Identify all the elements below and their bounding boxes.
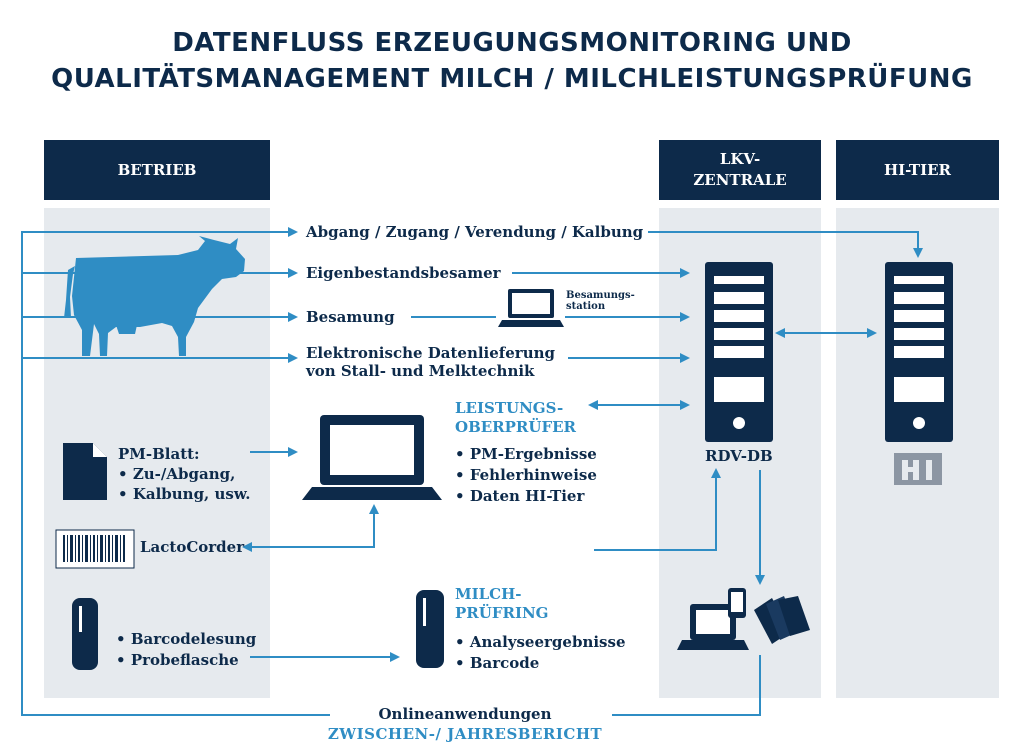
abgang-label: Abgang / Zugang / Verendung / Kalbung [306,223,644,241]
lkv-zentrale-header: LKV- ZENTRALE [659,140,821,200]
milch-title-line2: PRÜFRING [455,604,549,622]
pruefer-title-line2: OBERPRÜFER [455,418,577,436]
datenlieferung-label-line2: von Stall- und Melktechnik [306,362,535,380]
pruefer-item-fehlerhinweise: Fehlerhinweise [455,465,597,485]
besamungsstation-label-line1: Besamungs- [566,290,635,301]
pruefer-to-rdv-up-arrow [594,468,721,551]
hitier-server-icon [885,262,953,442]
lkv-office-workstation-icon [677,588,810,650]
pruefer-item-pm-ergebnisse: PM-Ergebnisse [455,444,597,464]
milch-item-barcode: Barcode [455,653,539,673]
pm-blatt-item-zuabgang: Zu-/Abgang, [118,464,236,484]
besamungsstation-label-line2: station [566,301,606,312]
milch-title-line1: MILCH- [455,585,522,603]
office-to-bottom-line [612,655,761,716]
pm-blatt-document-icon [63,443,107,500]
rdv-db-label: RDV-DB [705,447,773,465]
onlineanwendungen-label: Onlineanwendungen [378,705,552,723]
eigenbestand-label: Eigenbestandsbesamer [306,264,501,282]
pruefer-item-daten-hitier: Daten HI-Tier [455,486,585,506]
besamung-label: Besamung [306,308,395,326]
hitier-header-label: HI-TIER [883,160,951,179]
pm-blatt-item-kalbung: Kalbung, usw. [118,484,251,504]
jahresbericht-label: ZWISCHEN-/ JAHRESBERICHT [327,725,603,743]
hitier-header: HI-TIER [836,140,999,200]
lkv-header-line2: ZENTRALE [693,171,787,189]
betrieb-header-label: BETRIEB [117,160,197,179]
pm-blatt-title: PM-Blatt: [118,445,200,463]
pruefer-laptop-icon [302,415,442,500]
diagram-title-line2: QUALITÄTSMANAGEMENT MILCH / MILCHLEISTUN… [51,64,973,94]
rdv-server-icon [705,262,773,442]
hi-logo-icon [894,453,942,485]
probe-item-barcodelesung: Barcodelesung [116,629,256,649]
diagram-title-line1: DATENFLUSS ERZEUGUNGSMONITORING UND [172,28,852,58]
feedback-loop-line [21,227,330,716]
milchpruefring-bottle-icon [416,590,444,668]
lactocorder-laptop-arrow [242,504,379,552]
lactocorder-label: LactoCorder [140,538,245,556]
betrieb-header: BETRIEB [44,140,270,200]
abgang-to-hitier-arrow [648,231,923,258]
lkv-header-line1: LKV- [719,150,761,168]
milch-item-analyseergebnisse: Analyseergebnisse [455,632,626,652]
probeflasche-bottle-icon [72,598,98,670]
probe-item-probeflasche: Probeflasche [116,650,239,670]
pruefer-title-line1: LEISTUNGS- [455,399,564,417]
lactocorder-barcode-icon [55,529,135,569]
cow-icon [64,236,245,356]
besamungsstation-laptop-icon [498,289,564,327]
datenlieferung-label-line1: Elektronische Datenlieferung [306,344,556,362]
